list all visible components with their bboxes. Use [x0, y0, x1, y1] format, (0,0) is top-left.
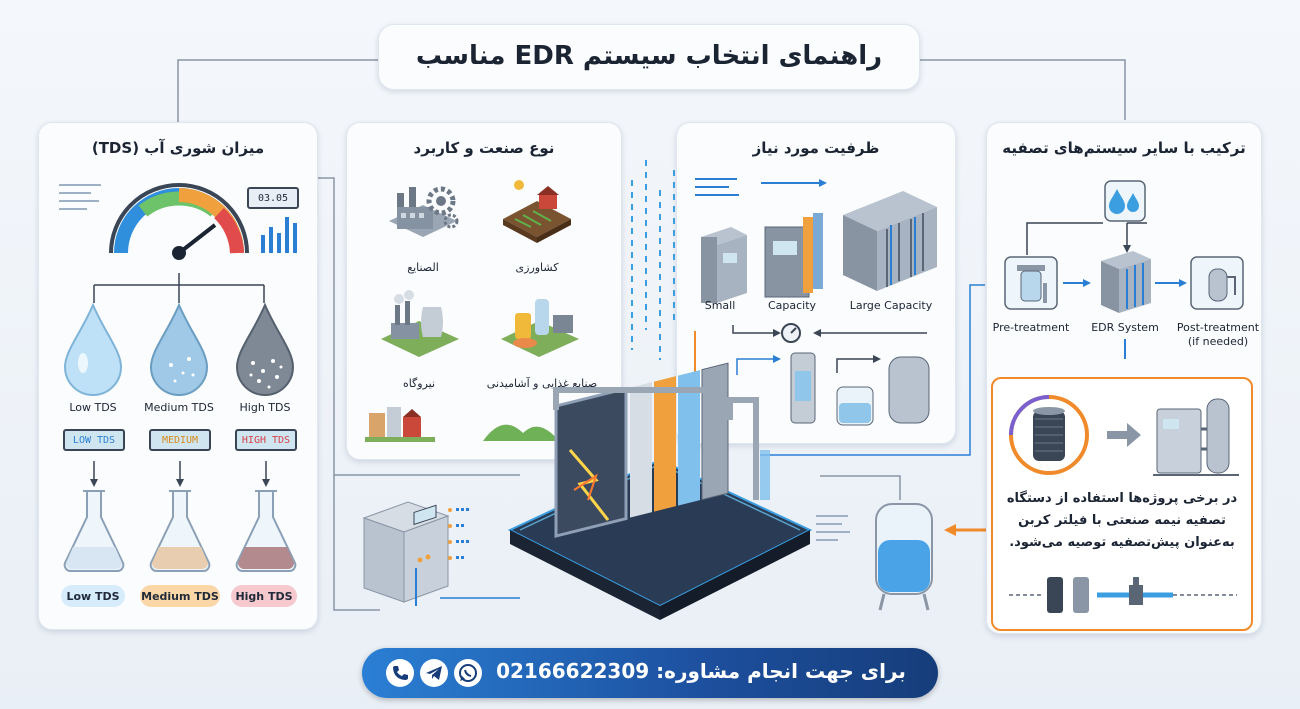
- note-line-2: تصفیه نیمه صنعتی با فیلتر کربن: [1018, 513, 1226, 528]
- phone-icon[interactable]: [386, 659, 414, 687]
- drop-label-high: High TDS: [239, 401, 291, 414]
- gauge-icon: [59, 183, 297, 260]
- header-banner: راهنمای انتخاب سیستم EDR مناسب: [378, 24, 920, 90]
- hills-icon: [483, 424, 559, 441]
- capacity-label-small: Small: [704, 299, 736, 312]
- whatsapp-icon[interactable]: [454, 659, 482, 687]
- post-treatment-icon: [1190, 256, 1244, 310]
- water-drop-medium-icon: [149, 302, 209, 396]
- flask-high-icon: [235, 490, 297, 572]
- consultation-text: برای جهت انجام مشاوره: 02166622309: [496, 659, 906, 683]
- capacity-label-large: Large Capacity: [849, 299, 933, 312]
- capacity-panel: ظرفیت مورد نیاز Small Capacity Large Cap…: [676, 122, 956, 444]
- carbon-filter-icon: [1009, 395, 1089, 475]
- down-arrows: [90, 461, 270, 487]
- carbon-filter-note: در برخی پروژه‌ها استفاده از دستگاه تصفیه…: [991, 377, 1253, 631]
- telegram-icon[interactable]: [420, 659, 448, 687]
- industry-label-agriculture: کشاورزی: [515, 261, 559, 274]
- capacity-panel-title: ظرفیت مورد نیاز: [752, 139, 880, 157]
- data-streams: [631, 160, 675, 360]
- edr-stack-icon: [507, 362, 813, 620]
- drop-label-low: Low TDS: [69, 401, 117, 414]
- agriculture-icon: [503, 180, 571, 243]
- control-cabinet-icon: [362, 501, 469, 606]
- branch-lines: [93, 273, 265, 303]
- combo-label-edr: EDR System: [1091, 321, 1159, 334]
- page-title: راهنمای انتخاب سیستم EDR مناسب: [415, 41, 883, 71]
- tds-panel: میزان شوری آب (TDS) 03.05 Low TDS Medium…: [38, 122, 318, 630]
- power-plant-icon: [381, 290, 459, 357]
- industry-label-industries: الصنایع: [407, 261, 439, 274]
- tds-panel-title: میزان شوری آب (TDS): [91, 139, 265, 157]
- combo-flow-lines: [1026, 222, 1187, 359]
- flask-low-icon: [63, 490, 125, 572]
- semi-industrial-unit-icon: [1153, 398, 1239, 476]
- industry-label-power-plant: نیروگاه: [402, 377, 436, 390]
- combo-label-pre: Pre-treatment: [992, 321, 1070, 334]
- storage-tank-icon: [816, 503, 933, 611]
- pill-low-tds: Low TDS: [61, 585, 125, 607]
- pre-treatment-icon: [1004, 256, 1058, 310]
- filter-pipeline-icon: [1009, 577, 1237, 613]
- pill-medium-tds: Medium TDS: [140, 585, 220, 607]
- industry-label-food: صنایع غذایی و آشامیدنی: [486, 377, 598, 390]
- arrow-right-icon: [1107, 423, 1141, 447]
- combo-label-post-sub: (if needed): [1187, 335, 1249, 348]
- lcd-high: HIGH TDS: [235, 429, 297, 451]
- pill-high-tds: High TDS: [231, 585, 297, 607]
- note-line-1: در برخی پروژه‌ها استفاده از دستگاه: [1006, 491, 1238, 506]
- edr-system-icon: [1101, 251, 1151, 313]
- lcd-medium: MEDIUM: [149, 429, 211, 451]
- factory-icon: [389, 186, 459, 237]
- flask-medium-icon: [149, 490, 211, 572]
- combo-panel-title: ترکیب با سایر سیستم‌های تصفیه: [1002, 139, 1246, 157]
- capacity-unit-icon: [764, 213, 823, 298]
- small-unit-icon: [701, 227, 747, 303]
- note-line-3: به‌عنوان پیش‌تصفیه توصیه می‌شود.: [1009, 535, 1235, 550]
- town-icon: [365, 407, 435, 442]
- combo-panel: ترکیب با سایر سیستم‌های تصفیه Pre-treatm…: [986, 122, 1262, 634]
- consultation-banner[interactable]: برای جهت انجام مشاوره: 02166622309: [362, 648, 938, 698]
- water-drop-low-icon: [63, 302, 123, 396]
- drop-label-medium: Medium TDS: [144, 401, 214, 414]
- industry-panel-title: نوع صنعت و کاربرد: [413, 139, 555, 157]
- combo-label-post: Post-treatment: [1176, 321, 1260, 334]
- capacity-label-medium: Capacity: [767, 299, 817, 312]
- water-drop-high-icon: [235, 302, 295, 396]
- lcd-low: LOW TDS: [63, 429, 125, 451]
- flow-arrows-top: [695, 178, 827, 196]
- large-capacity-unit-icon: [843, 191, 937, 291]
- food-beverage-icon: [501, 299, 579, 357]
- meter-display: 03.05: [247, 187, 299, 209]
- water-drops-icon: [1104, 180, 1146, 222]
